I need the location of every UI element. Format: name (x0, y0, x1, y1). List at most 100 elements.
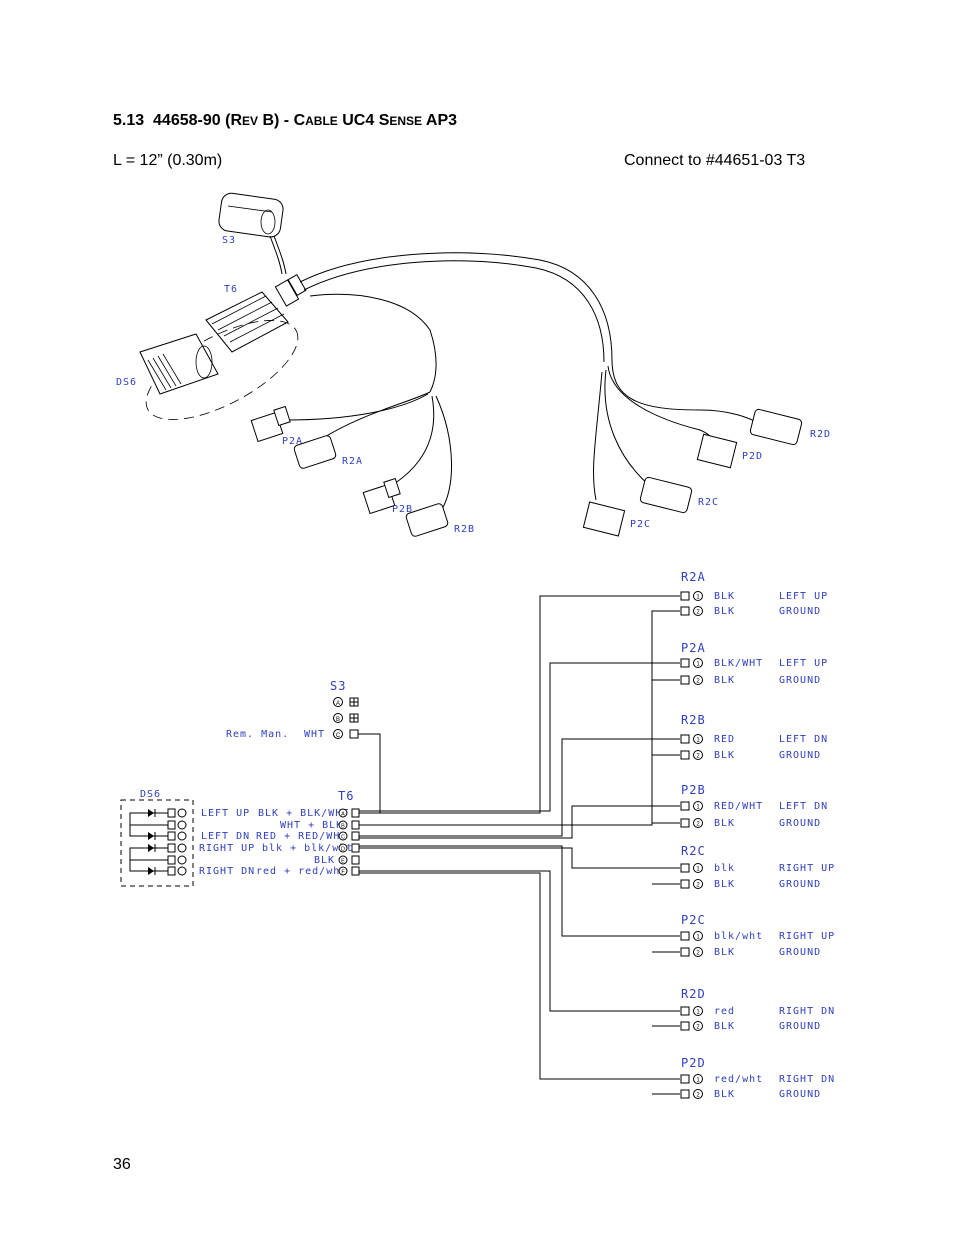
s3-pin-a: A (333, 697, 359, 707)
s3-label: S3 (222, 235, 236, 246)
connector-group-title: R2C (681, 844, 706, 858)
pin-function: GROUND (779, 750, 821, 761)
pin-terminal (680, 931, 690, 941)
connector-group-title: P2B (681, 783, 706, 797)
pin-function: RIGHT DN (779, 1074, 835, 1085)
p2a-label: P2A (282, 436, 303, 447)
wire-color: BLK (714, 1089, 735, 1100)
p2b-connector (362, 477, 401, 515)
pin-circle (693, 606, 703, 616)
ds6-schematic-title: DS6 (140, 789, 161, 800)
pin-number: 1 (696, 1010, 700, 1016)
connector-group-title: R2D (681, 987, 706, 1001)
t6-connector (205, 274, 307, 353)
wire-color: blk/wht (714, 931, 763, 942)
wire-color: red (714, 1006, 735, 1017)
pin-circle (693, 734, 703, 744)
t6-pin: C (341, 835, 345, 841)
pin-number: 2 (696, 822, 700, 828)
pin-circle (693, 1089, 703, 1099)
wire-color: BLK (714, 818, 735, 829)
pin-function: GROUND (779, 1021, 821, 1032)
pin-number: 2 (696, 951, 700, 957)
cable-length: L = 12” (0.30m) (113, 152, 223, 169)
title-part-c: UC4 S (337, 112, 390, 129)
pin-function: GROUND (779, 947, 821, 958)
section-number: 5.13 (113, 112, 145, 129)
t6-schematic-title: T6 (338, 789, 354, 803)
pin-terminal (680, 1006, 690, 1016)
pin-number: 2 (696, 679, 700, 685)
wire-color: BLK (714, 879, 735, 890)
pin-function: RIGHT UP (779, 863, 835, 874)
pin-number: 2 (696, 1093, 700, 1099)
t6-function: RIGHT DN (199, 866, 255, 877)
pin-number: 2 (696, 754, 700, 760)
t6-row-f: RIGHT DN red + red/wht F (167, 866, 360, 877)
t6-wire: blk + blk/wht (262, 843, 353, 854)
pin-circle (693, 1074, 703, 1084)
connector-group-title: R2B (681, 713, 706, 727)
pin-function: LEFT UP (779, 591, 828, 602)
connector-pin-row: 1 red RIGHT DN (680, 1006, 835, 1017)
r2a-connector (293, 435, 337, 469)
pin-terminal (680, 947, 690, 957)
r2b-label: R2B (454, 524, 475, 535)
t6-pin: A (341, 812, 345, 818)
pin-terminal (680, 658, 690, 668)
pin-number: 1 (696, 662, 700, 668)
connect-to-note: Connect to #44651-03 T3 (624, 152, 806, 169)
ds6-connector (139, 333, 219, 395)
t6-row-d: RIGHT UP blk + blk/wht D (167, 843, 360, 854)
wire-color: blk (714, 863, 735, 874)
t6-pin: E (341, 859, 345, 865)
t6-row-b: WHT + BLK B (167, 820, 360, 831)
connector-group-title: R2A (681, 570, 706, 584)
pin-circle (693, 818, 703, 828)
t6-wire: red + red/wht (256, 866, 347, 877)
r2b-connector (405, 503, 449, 537)
pin-number: 2 (696, 610, 700, 616)
pin-number: 1 (696, 935, 700, 941)
p2c-connector (582, 501, 626, 537)
pin-function: GROUND (779, 1089, 821, 1100)
r2d-label: R2D (810, 429, 831, 440)
part-number: 44658-90 (153, 112, 221, 129)
connector-pin-row: 1 blk RIGHT UP (680, 863, 835, 874)
title-part-b: B) - C (258, 112, 306, 129)
pin-terminal (680, 801, 690, 811)
pin-terminal (680, 734, 690, 744)
pin-number: 1 (696, 595, 700, 601)
t6-function: RIGHT UP (199, 843, 255, 854)
pin-circle (693, 801, 703, 811)
pin-terminal (680, 1021, 690, 1031)
harness-illustration: S3 T6 DS6 (116, 192, 831, 537)
t6-wire: BLK + BLK/WHT (258, 808, 349, 819)
p2a-connector (250, 405, 291, 443)
wire-color: RED (714, 734, 735, 745)
ds6-label: DS6 (116, 377, 137, 388)
schematic: S3 A B Rem. Man. WHT C T6 DS6 (120, 570, 835, 1100)
pin-terminal (680, 606, 690, 616)
pin-number: 2 (696, 1025, 700, 1031)
rem-man-color: WHT (304, 729, 325, 740)
pin-number: 1 (696, 805, 700, 811)
pin-function: RIGHT DN (779, 1006, 835, 1017)
title-smallcaps-c: ENSE (389, 114, 423, 128)
pin-circle (693, 931, 703, 941)
pin-number: 1 (696, 867, 700, 873)
wire-color: BLK/WHT (714, 658, 763, 669)
connector-group-title: P2A (681, 641, 706, 655)
pin-number: 2 (696, 883, 700, 889)
wire-color: BLK (714, 606, 735, 617)
